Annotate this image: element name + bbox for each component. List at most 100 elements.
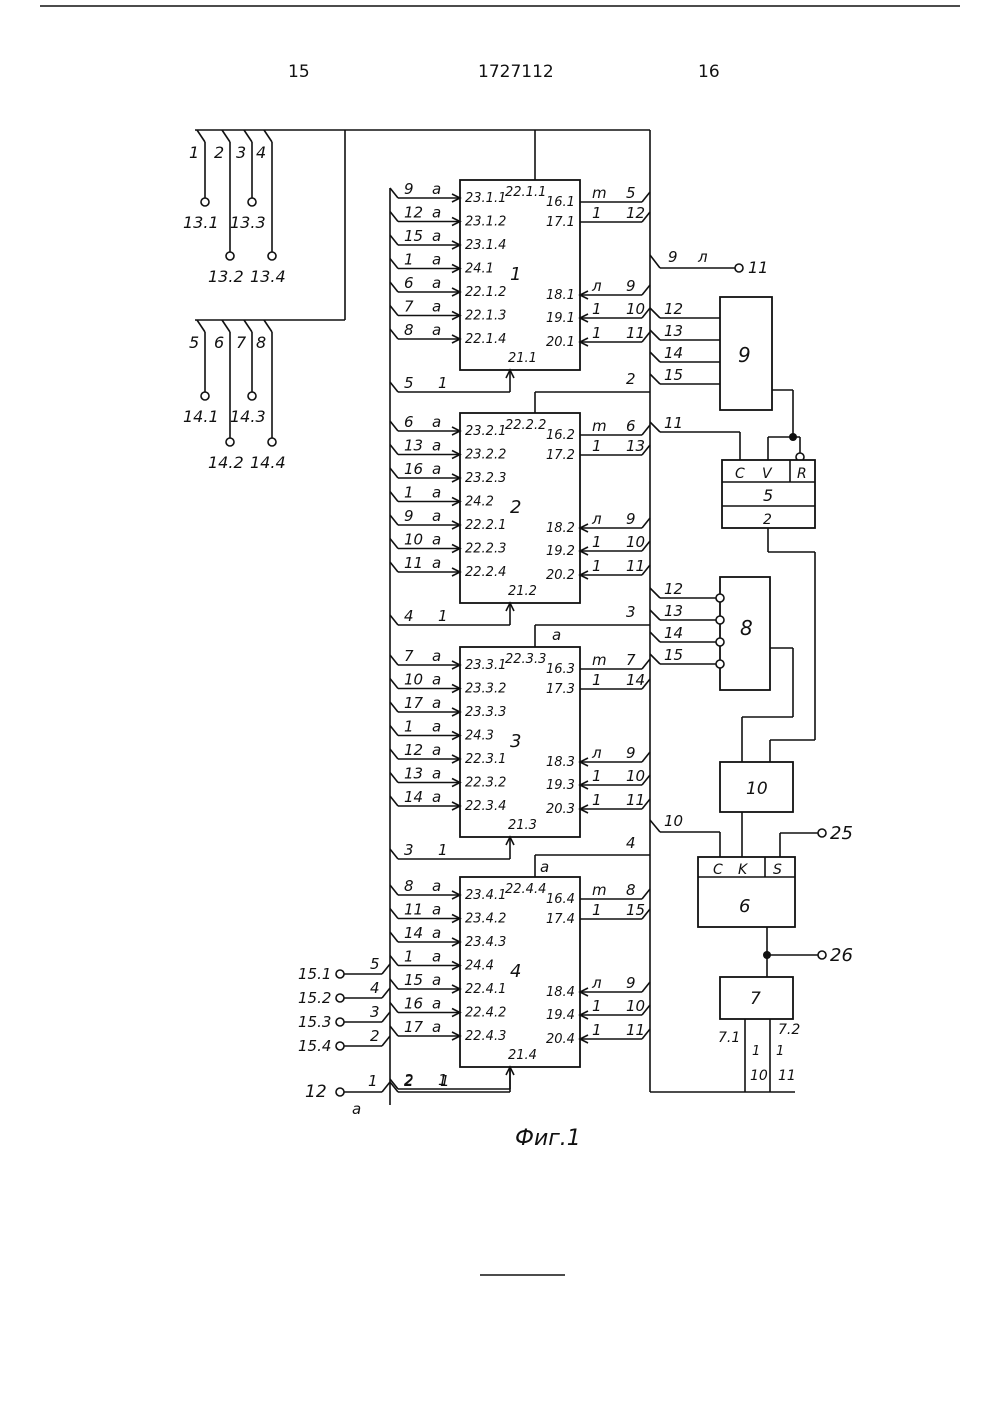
block-output-pin: 18.2 — [546, 521, 575, 536]
output-wire-sub: л — [591, 974, 602, 992]
input-terminal-wire-number: 3 — [370, 1003, 380, 1021]
input-wire-number: 7 — [404, 647, 414, 665]
input-wire-slant — [390, 445, 398, 455]
input-wire-sub: a — [432, 180, 441, 198]
block-8-input-terminal — [716, 594, 724, 602]
block-6-input — [650, 820, 660, 832]
block-output-pin: 18.3 — [546, 755, 575, 770]
block-9-input-slant — [650, 330, 660, 340]
switch-wire-stub — [264, 320, 272, 332]
bus-input-slant — [390, 615, 398, 625]
block-5-input — [650, 422, 660, 432]
output-wire-sub: 1 — [592, 300, 602, 318]
block-input-pin: 23.3.3 — [465, 705, 506, 720]
input-wire-number: 17 — [404, 694, 424, 712]
bus-number-label: 4 — [626, 834, 636, 852]
block-output-pin: 19.4 — [546, 1008, 575, 1023]
input-terminal-label: 15.1 — [298, 965, 331, 983]
input-wire-sub: a — [432, 671, 441, 689]
terminal-12 — [336, 1088, 344, 1096]
input-wire-number: 16 — [404, 995, 423, 1013]
block-number: 4 — [510, 961, 521, 982]
input-wire-slant — [390, 329, 398, 339]
input-wire-sub: a — [432, 204, 441, 222]
input-wire-number: 6 — [404, 413, 414, 431]
block-9-input-number: 13 — [664, 322, 683, 340]
block-5-pin-r: R — [797, 466, 807, 482]
block-top-pin: 22.3.3 — [505, 652, 546, 667]
block-6-pin-s: S — [773, 862, 782, 878]
block-input-pin: 24.1 — [465, 262, 494, 277]
input-wire-number: 1 — [404, 484, 414, 502]
input-wire-number: 12 — [404, 741, 423, 759]
bus-input-number: 4 — [404, 607, 414, 625]
block-input-pin: 23.1.4 — [465, 238, 506, 253]
block-input-pin: 24.3 — [465, 729, 494, 744]
input-wire-number: 11 — [404, 901, 423, 919]
input-terminal-slant — [382, 964, 390, 974]
block-8-input-terminal — [716, 616, 724, 624]
output-wire-sub: m — [592, 184, 607, 202]
bus-input-number: 3 — [404, 841, 414, 859]
block-8-input-terminal — [716, 660, 724, 668]
output-wire-number: 9 — [626, 277, 636, 295]
block-input-pin: 22.2.3 — [465, 542, 506, 557]
input-wire-number: 15 — [404, 227, 423, 245]
block-8-input-slant — [650, 632, 660, 642]
block-input-pin: 24.2 — [465, 495, 494, 510]
input-wire-slant — [390, 796, 398, 806]
bus-input-sub: 1 — [438, 607, 448, 625]
switch-wire-label: 1 — [189, 143, 199, 162]
output-wire-number: 10 — [626, 300, 645, 318]
block-input-pin: 23.4.1 — [465, 888, 506, 903]
input-wire-slant — [390, 1026, 398, 1036]
input-wire-slant — [390, 421, 398, 431]
block-7-n2: 11 — [778, 1068, 796, 1084]
input-terminal-wire-number: 2 — [370, 1027, 380, 1045]
input-wire-slant — [390, 655, 398, 665]
switch-terminal — [226, 252, 234, 260]
block-input-pin: 23.2.1 — [465, 424, 506, 439]
input-wire-sub: a — [432, 251, 441, 269]
block-input-pin: 22.4.1 — [465, 982, 506, 997]
switch-wire-stub — [222, 320, 230, 332]
block-input-pin: 23.2.3 — [465, 471, 506, 486]
input-wire-number: 1 — [404, 718, 414, 736]
output-wire-sub: л — [591, 277, 602, 295]
block-output-pin: 20.4 — [546, 1032, 575, 1047]
input-wire-number: 14 — [404, 924, 423, 942]
block-number: 3 — [510, 731, 521, 752]
switch-terminal-label: 14.4 — [250, 453, 286, 472]
link-sub-label: a — [552, 626, 561, 644]
block-input-pin: 23.1.2 — [465, 215, 506, 230]
block-8-input-number: 15 — [664, 646, 683, 664]
switch-terminal-label: 14.1 — [183, 407, 219, 426]
switch-wire-label: 2 — [214, 143, 224, 162]
input-wire-sub: a — [432, 948, 441, 966]
output-wire-number: 9 — [626, 974, 636, 992]
output-wire-number: 9 — [626, 744, 636, 762]
input-wire-sub: a — [432, 924, 441, 942]
block-input-pin: 22.2.4 — [465, 565, 506, 580]
block-input-pin: 23.3.1 — [465, 658, 506, 673]
input-terminal — [336, 970, 344, 978]
terminal-12-slant — [382, 1082, 390, 1092]
output-wire-number: 8 — [626, 881, 636, 899]
block-top-pin: 22.2.2 — [505, 418, 546, 433]
input-wire-sub: a — [432, 694, 441, 712]
block-input-pin: 22.4.3 — [465, 1029, 506, 1044]
input-wire-number: 17 — [404, 1018, 424, 1036]
input-wire-number: 9 — [404, 507, 414, 525]
switch-terminal — [248, 198, 256, 206]
input-wire-sub: a — [432, 484, 441, 502]
wire-sub: л — [697, 248, 708, 266]
block-input-pin: 24.4 — [465, 959, 494, 974]
output-wire-sub: 1 — [592, 901, 602, 919]
output-wire-number: 11 — [626, 557, 645, 575]
output-wire-number: 12 — [626, 204, 645, 222]
output-wire-sub: 1 — [592, 324, 602, 342]
block-top-pin: 22.1.1 — [505, 185, 546, 200]
block-output-pin: 19.2 — [546, 544, 575, 559]
block-9-input-number: 14 — [664, 344, 683, 362]
